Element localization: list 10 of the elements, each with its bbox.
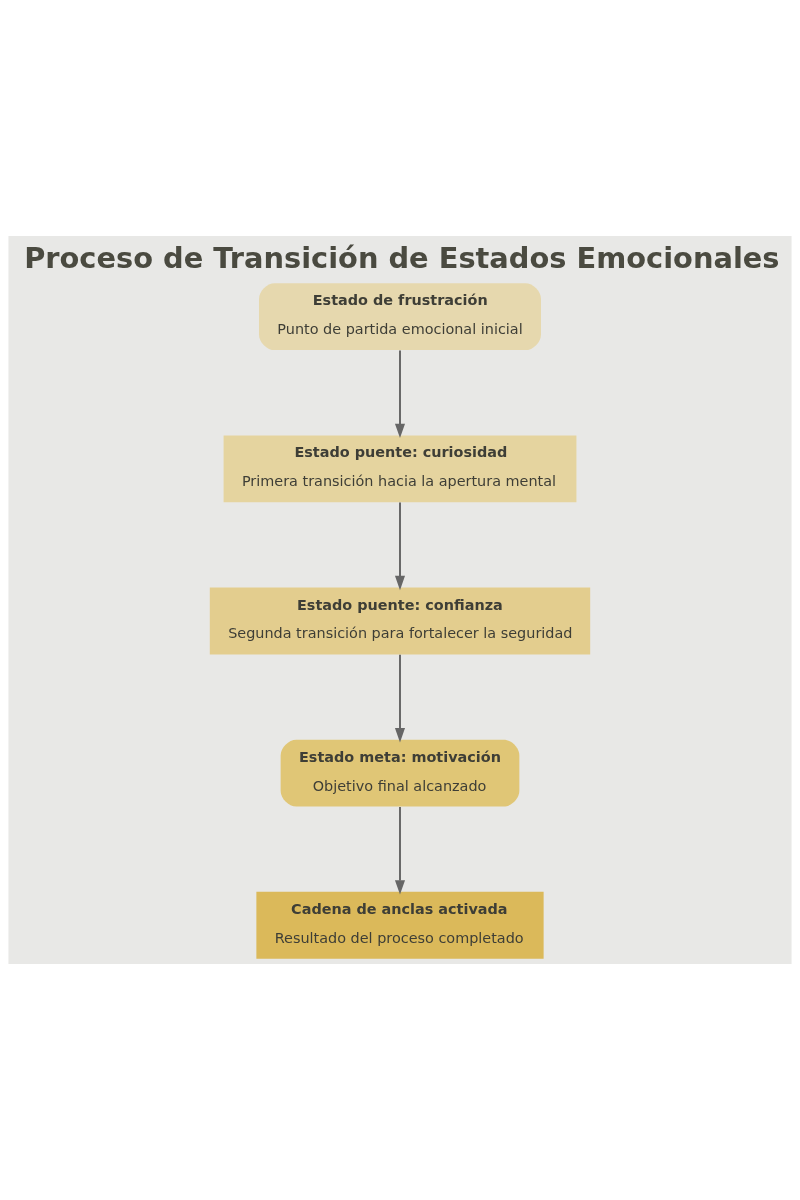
node-box: Estado meta: motivación Objetivo final alcanzado bbox=[280, 739, 520, 807]
node-box: Estado de frustración Punto de partida emocional inicial bbox=[259, 283, 541, 351]
arrow bbox=[394, 805, 406, 895]
arrow bbox=[394, 349, 406, 439]
node-box: Estado puente: curiosidad Primera transición hacia la apertura mental bbox=[223, 435, 577, 503]
diagram-title: Proceso de Transición de Estados Emocionales bbox=[24, 241, 780, 276]
node-box: Estado puente: confianza Segunda transición para fortalecer la seguridad bbox=[209, 587, 591, 655]
node-box: Cadena de anclas activada Resultado del proceso completado bbox=[256, 891, 544, 959]
arrow bbox=[394, 653, 406, 743]
arrow bbox=[394, 501, 406, 591]
